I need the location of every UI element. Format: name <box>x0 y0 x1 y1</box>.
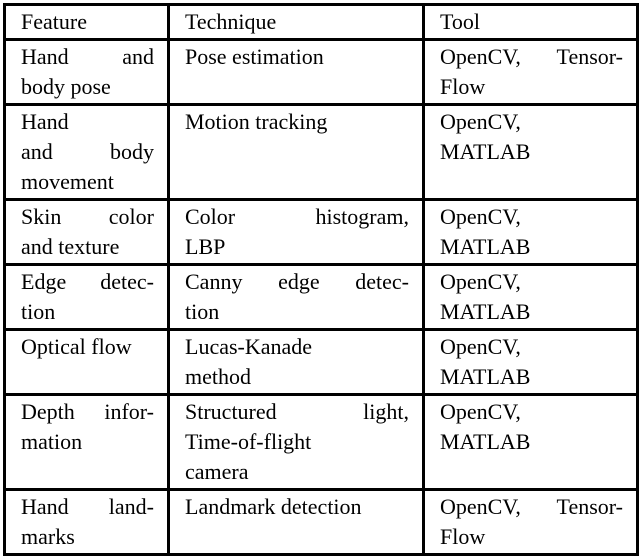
cell-line: marks <box>21 524 75 549</box>
cell-line: Pose estimation <box>185 44 324 69</box>
cell-line: MATLAB <box>440 364 531 389</box>
cell-line: Hand and <box>21 44 154 69</box>
cell-line: OpenCV, Tensor- <box>440 44 623 69</box>
cell-line: Flow <box>440 74 486 99</box>
cell-line: MATLAB <box>440 299 531 324</box>
cell-line: and body <box>21 139 154 164</box>
cell-line: method <box>185 364 251 389</box>
cell-line: Hand land- <box>21 494 154 519</box>
table-cell-technique: Lucas-Kanade method <box>167 328 425 396</box>
cell-line: body pose <box>21 74 111 99</box>
table-row: Hand land-marks Landmark detection OpenCV,… <box>3 488 639 556</box>
table-cell-feature: Edge detec-tion <box>3 263 170 331</box>
table-cell-tool: OpenCV, MATLAB <box>422 328 639 396</box>
cell-line: Canny edge detec- <box>185 269 409 294</box>
table-cell-feature: Hand and body movement <box>3 103 170 201</box>
cell-line: Depth infor- <box>21 399 154 424</box>
table-cell-tool: OpenCV, MATLAB <box>422 103 639 201</box>
cell-line: MATLAB <box>440 234 531 259</box>
table-cell-tool: OpenCV, MATLAB <box>422 393 639 491</box>
cell-line: OpenCV, Tensor- <box>440 494 623 519</box>
table-cell-technique: Canny edge detec-tion <box>167 263 425 331</box>
cell-line: Skin color <box>21 204 154 229</box>
table-cell-technique: Motion tracking <box>167 103 425 201</box>
cell-line: MATLAB <box>440 429 531 454</box>
cell-line: OpenCV, <box>440 269 521 294</box>
cell-line: Lucas-Kanade <box>185 334 313 359</box>
cell-line: OpenCV, <box>440 399 521 424</box>
cell-line: Flow <box>440 524 486 549</box>
cell-line: Time-of-flight <box>185 429 312 454</box>
table-cell-technique: Structured light, Time-of-flight camera <box>167 393 425 491</box>
cell-line: OpenCV, <box>440 204 521 229</box>
cell-line: Motion tracking <box>185 109 328 134</box>
table-cell-feature: Skin color and texture <box>3 198 170 266</box>
table-cell-tool: OpenCV, Tensor- Flow <box>422 38 639 106</box>
table-cell-tool: OpenCV, Tensor- Flow <box>422 488 639 556</box>
column-header-tool: Tool <box>422 3 639 41</box>
table-cell-feature: Optical flow <box>3 328 170 396</box>
cell-line: Structured light, <box>185 399 409 424</box>
table-cell-tool: OpenCV, MATLAB <box>422 198 639 266</box>
cell-line: mation <box>21 429 83 454</box>
cell-line: camera <box>185 459 249 484</box>
cell-line: MATLAB <box>440 139 531 164</box>
cell-line: Landmark detection <box>185 494 362 519</box>
table-cell-tool: OpenCV, MATLAB <box>422 263 639 331</box>
table-cell-technique: Pose estimation <box>167 38 425 106</box>
column-header-technique: Technique <box>167 3 425 41</box>
cell-line: OpenCV, <box>440 334 521 359</box>
column-header-feature: Feature <box>3 3 170 41</box>
cell-line: Hand <box>21 109 69 134</box>
cell-line: Edge detec- <box>21 269 154 294</box>
table-row: Hand and body movement Motion tracking OpenC… <box>3 103 639 201</box>
cell-line: Color histogram, <box>185 204 409 229</box>
cell-line: and texture <box>21 234 120 259</box>
table-cell-feature: Hand land-marks <box>3 488 170 556</box>
cell-line: tion <box>185 299 220 324</box>
table-cell-technique: Landmark detection <box>167 488 425 556</box>
table-row: Depth infor-mation Structured light, Time-… <box>3 393 639 491</box>
table-cell-feature: Hand and body pose <box>3 38 170 106</box>
table-row: Hand and body pose Pose estimation OpenCV, … <box>3 38 639 106</box>
cell-line: movement <box>21 169 114 194</box>
cell-line: Optical flow <box>21 334 132 359</box>
cell-line: tion <box>21 299 56 324</box>
table-row: Optical flow Lucas-Kanade method OpenCV, MAT… <box>3 328 639 396</box>
cell-line: LBP <box>185 234 226 259</box>
table-row: Skin color and texture Color histogram, LBP… <box>3 198 639 266</box>
table-cell-technique: Color histogram, LBP <box>167 198 425 266</box>
cell-line: OpenCV, <box>440 109 521 134</box>
table-cell-feature: Depth infor-mation <box>3 393 170 491</box>
